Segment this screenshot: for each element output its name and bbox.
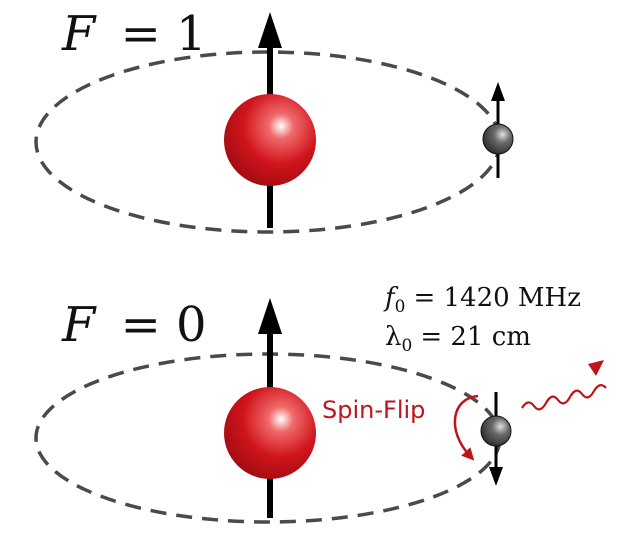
photon-arrowhead-icon [588,360,604,376]
top-state-var: F [61,6,97,62]
wavelength-var: λ [385,322,401,352]
bottom-electron [480,415,512,447]
photon-wave-icon [521,384,607,411]
top-proton [224,94,316,186]
frequency-sub: 0 [395,297,406,317]
bottom-state-label: F = 0 [61,297,207,353]
spin-flip-label: Spin-Flip [322,396,425,424]
top-proton-arrowhead-icon [258,12,282,48]
frequency-value: = 1420 MHz [413,283,580,313]
bottom-state: F = 0 f0= 1420 MHz λ0= 21 cm Spin-Flip [34,283,607,524]
frequency-label: f0= 1420 MHz [383,283,581,317]
bottom-proton-arrowhead-icon [258,298,282,334]
spin-flip-curve-icon [453,394,479,461]
top-state-label: F = 1 [61,6,207,62]
top-state: F = 1 [34,6,514,234]
top-electron-arrowhead-icon [491,82,505,101]
bottom-proton [224,387,316,479]
wavelength-label: λ0 = 21 cm [385,322,531,356]
wavelength-value: = 21 cm [420,322,531,352]
top-state-eq: = 1 [121,6,207,62]
wavelength-sub: 0 [401,336,412,356]
top-electron [482,123,514,155]
bottom-electron-arrowhead-icon [489,467,503,486]
bottom-state-var: F [61,297,97,353]
bottom-state-eq: = 0 [121,297,207,353]
